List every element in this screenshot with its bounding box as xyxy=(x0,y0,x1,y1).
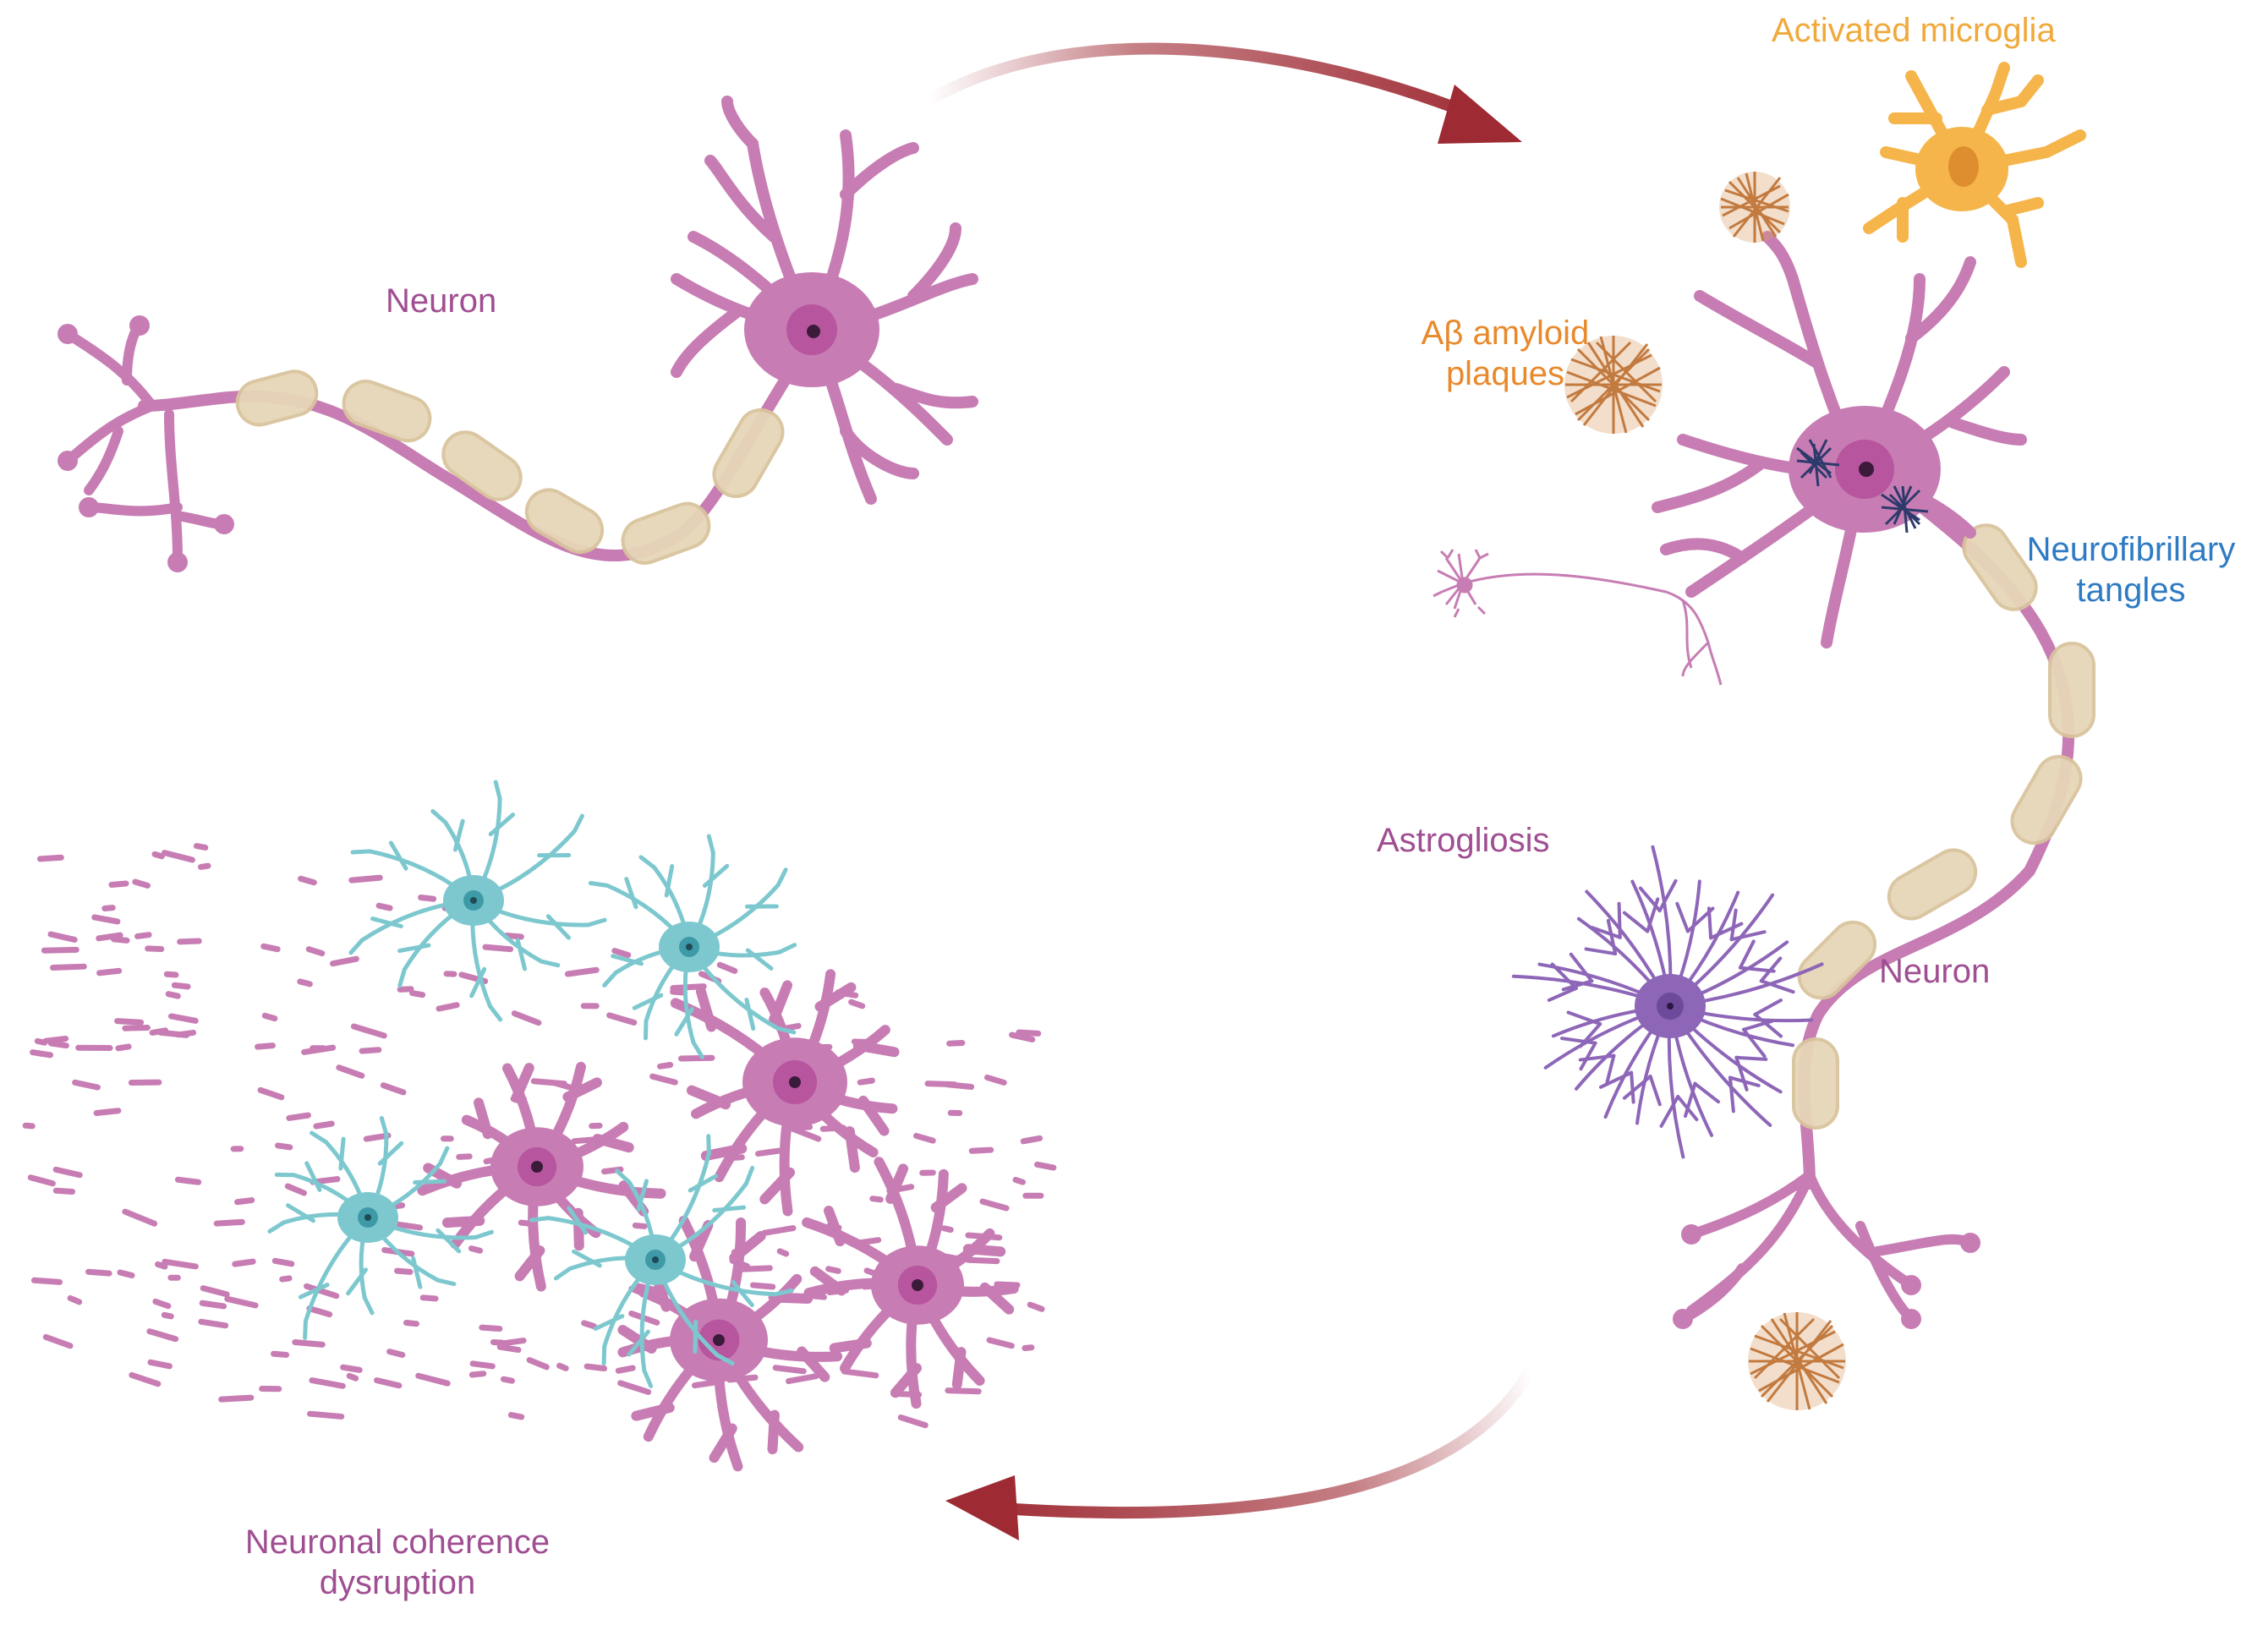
axon-terminals-diseased xyxy=(1683,1175,1970,1319)
label-neuron-diseased: Neuron xyxy=(1879,951,1990,992)
label-tangles-line1: Neurofibrillary xyxy=(1996,529,2266,570)
arrowhead-top xyxy=(1438,85,1522,144)
label-neuron-healthy: Neuron xyxy=(386,281,496,321)
axon-terminals xyxy=(68,326,224,558)
arrowhead-bottom xyxy=(945,1475,1019,1540)
label-amyloid-plaques: Aβ amyloid plaques xyxy=(1361,313,1649,394)
progression-arrow-bottom xyxy=(945,1370,1531,1540)
label-neurofibrillary-tangles: Neurofibrillary tangles xyxy=(1996,529,2266,610)
label-amyloid-line1: Aβ amyloid xyxy=(1361,313,1649,353)
plaque-bottom xyxy=(1748,1312,1846,1410)
label-neuronal-coherence: Neuronal coherence dysruption xyxy=(228,1522,567,1603)
label-tangles-line2: tangles xyxy=(1996,570,2266,610)
label-coherence-line1: Neuronal coherence xyxy=(228,1522,567,1562)
nucleolus xyxy=(807,325,820,338)
degenerating-neurons xyxy=(422,974,1013,1466)
activated-microglia xyxy=(1869,68,2080,262)
plaque-top xyxy=(1719,172,1790,243)
small-neuron xyxy=(1433,550,1721,685)
astrocyte-reactive xyxy=(1514,847,1822,1157)
label-amyloid-line2: plaques xyxy=(1361,353,1649,394)
label-astrogliosis: Astrogliosis xyxy=(1377,820,1550,861)
disrupted-network xyxy=(25,782,1054,1466)
diseased-neuron xyxy=(1433,237,2094,1329)
healthy-neuron xyxy=(58,101,972,572)
myelin-sheath xyxy=(233,366,791,569)
label-coherence-line2: dysruption xyxy=(228,1562,567,1603)
progression-arrow-top xyxy=(930,49,1522,144)
label-activated-microglia: Activated microglia xyxy=(1772,10,2056,51)
